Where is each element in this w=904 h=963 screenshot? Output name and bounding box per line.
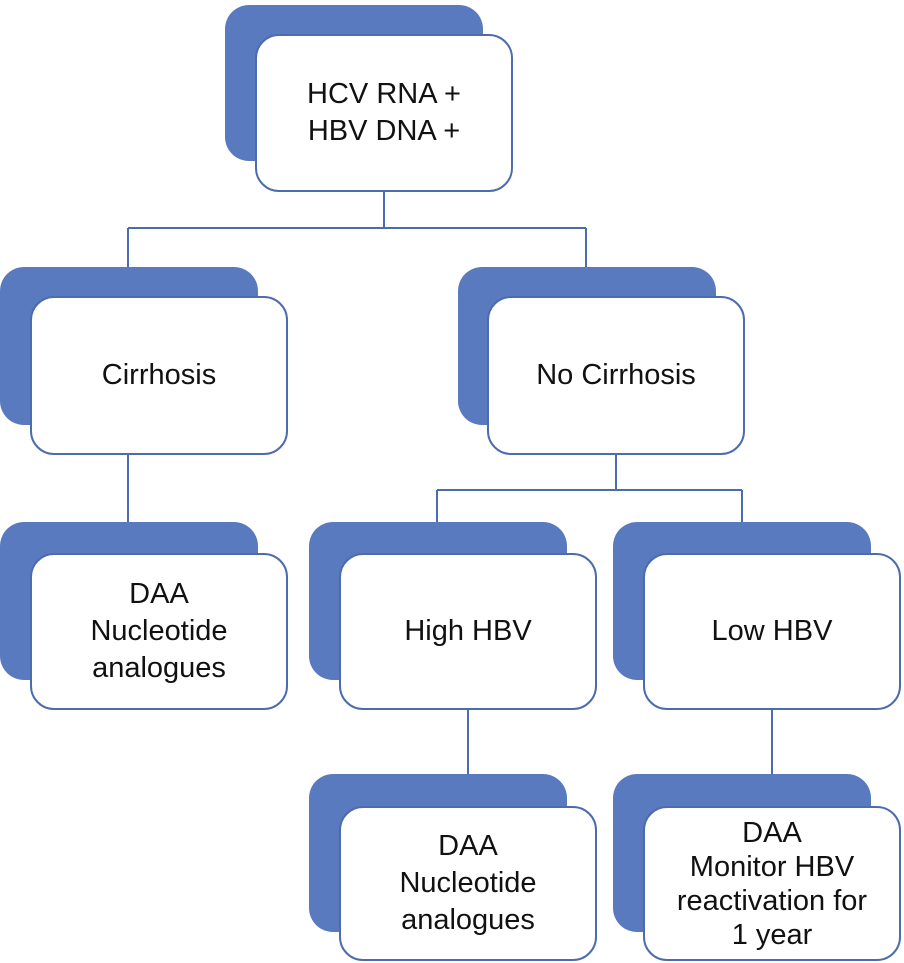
node-low-hbv-box: Low HBV bbox=[643, 553, 901, 710]
node-cirrhosis-treatment-line-3: analogues bbox=[92, 652, 226, 684]
node-cirrhosis-box: Cirrhosis bbox=[30, 296, 288, 455]
node-cirrhosis-treatment-line-2: Nucleotide bbox=[90, 615, 228, 647]
node-high-hbv-treatment-box: DAA Nucleotide analogues bbox=[339, 806, 597, 961]
node-root-box: HCV RNA + HBV DNA + bbox=[255, 34, 513, 192]
node-low-hbv-treatment-line-2: Monitor HBV bbox=[689, 850, 855, 883]
node-cirrhosis-treatment-box: DAA Nucleotide analogues bbox=[30, 553, 288, 710]
node-high-hbv-treatment-line-3: analogues bbox=[401, 904, 535, 936]
node-low-hbv-treatment-line-4: 1 year bbox=[731, 918, 813, 951]
node-low-hbv-label: Low HBV bbox=[711, 615, 833, 647]
node-low-hbv-treatment-line-1: DAA bbox=[742, 816, 802, 849]
node-high-hbv-treatment-line-1: DAA bbox=[438, 830, 498, 862]
node-root-line-2: HBV DNA + bbox=[307, 115, 461, 147]
node-no-cirrhosis-label: No Cirrhosis bbox=[536, 359, 696, 391]
node-low-hbv-treatment-line-3: reactivation for bbox=[676, 884, 868, 917]
node-high-hbv-label: High HBV bbox=[404, 615, 532, 647]
node-root-line-1: HCV RNA + bbox=[307, 78, 461, 110]
node-cirrhosis-treatment-line-1: DAA bbox=[129, 578, 189, 610]
node-high-hbv-box: High HBV bbox=[339, 553, 597, 710]
node-low-hbv-treatment-box: DAA Monitor HBV reactivation for 1 year bbox=[643, 806, 901, 961]
node-no-cirrhosis-box: No Cirrhosis bbox=[487, 296, 745, 455]
node-high-hbv-treatment-line-2: Nucleotide bbox=[399, 867, 537, 899]
node-cirrhosis-label: Cirrhosis bbox=[101, 359, 217, 391]
